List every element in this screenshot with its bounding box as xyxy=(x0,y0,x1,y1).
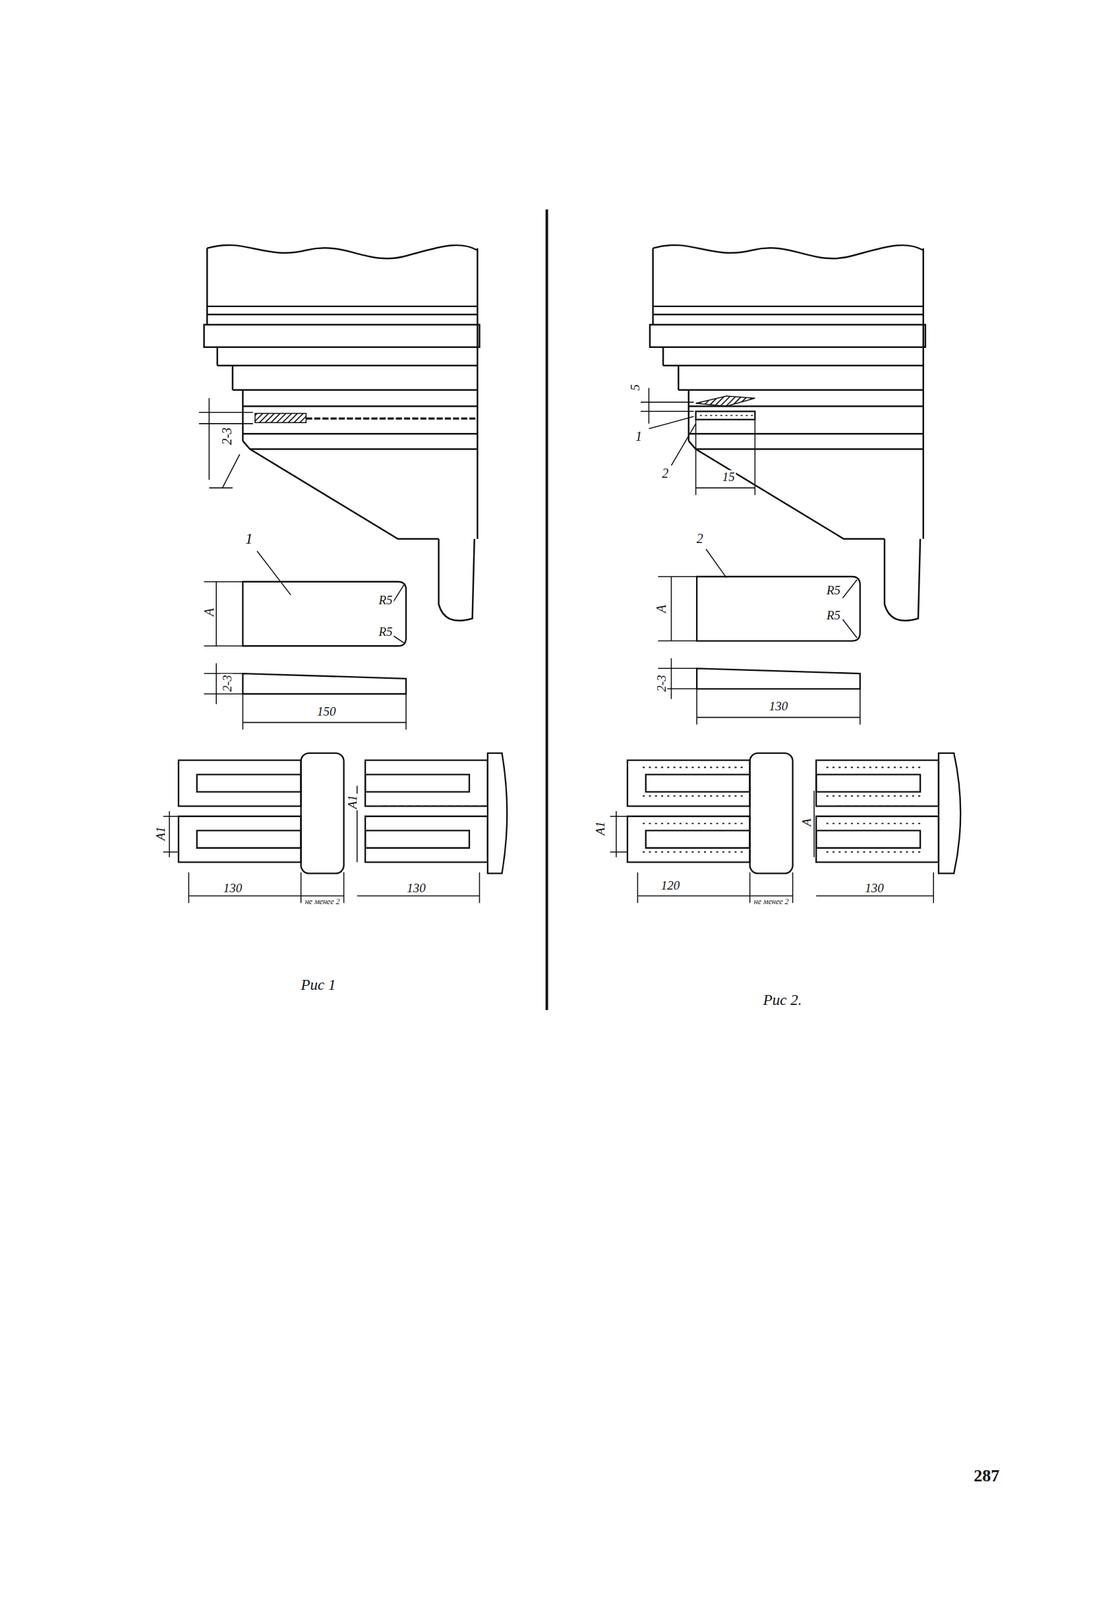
callout-number: 1 xyxy=(634,429,644,443)
radius-label: R5 xyxy=(825,583,842,596)
dimension: A1 xyxy=(154,825,167,842)
callout-number: 2 xyxy=(695,531,705,546)
dimension: 120 xyxy=(659,879,682,892)
dimension: 2-3 xyxy=(220,426,234,447)
dimension: 15 xyxy=(721,469,737,483)
dimension: A1 xyxy=(593,819,607,837)
figure-caption: Рис 2. xyxy=(761,992,804,1008)
callout-number: 1 xyxy=(243,531,255,547)
dimension: A xyxy=(799,817,813,828)
figure-caption: Рис 1 xyxy=(299,976,337,993)
dimension: A1 xyxy=(345,793,358,811)
dimension-note: не менее 2 xyxy=(303,897,342,906)
dimension-note: не менее 2 xyxy=(752,897,791,906)
dimension: 150 xyxy=(315,704,338,718)
radius-label: R5 xyxy=(377,593,395,607)
radius-label: R5 xyxy=(825,609,842,622)
dimension: 130 xyxy=(863,881,886,894)
dimension: 130 xyxy=(767,700,790,713)
page-number: 287 xyxy=(972,1467,1001,1486)
dimension: A xyxy=(654,603,668,615)
callout-number: 2 xyxy=(660,466,670,480)
dimension: A xyxy=(202,607,216,618)
dimension: 2-3 xyxy=(654,673,668,693)
dimension: 130 xyxy=(222,881,244,894)
dimension: 2-3 xyxy=(220,673,233,693)
radius-label: R5 xyxy=(377,625,395,639)
dimension: 130 xyxy=(405,881,428,894)
dimension: 5 xyxy=(628,382,641,393)
